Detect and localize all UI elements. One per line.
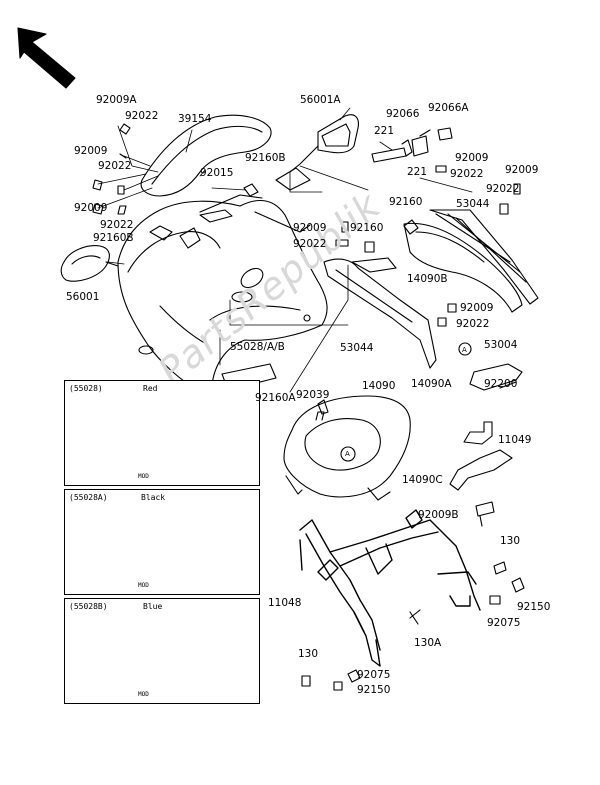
part-label: 130 <box>500 535 521 547</box>
leader-lines <box>97 107 473 393</box>
part-label: 92015 <box>200 167 234 179</box>
windshield <box>140 114 272 197</box>
stay-frame <box>299 509 481 667</box>
part-label: 11048 <box>268 597 302 609</box>
part-label: 92160 <box>389 196 423 208</box>
front-arrow-icon <box>17 27 76 89</box>
right-mirror <box>275 114 359 191</box>
part-label: 53004 <box>484 339 518 351</box>
part-label: 130 <box>298 648 319 660</box>
part-label: 92066 <box>386 108 420 120</box>
marker-a-2: A <box>462 346 467 354</box>
part-label: 92039 <box>296 389 330 401</box>
inner-panel <box>323 257 437 369</box>
part-label: 92009 <box>74 145 108 157</box>
part-label: 92150 <box>357 684 391 696</box>
part-label: 92160B <box>93 232 134 244</box>
part-label: 14090A <box>411 378 452 390</box>
upper-cowl <box>117 194 328 396</box>
variant-box-black: (55028A) Black MOD <box>64 489 260 595</box>
marker-a-1: A <box>345 450 350 458</box>
part-label: 39154 <box>178 113 212 125</box>
variant-mod: MOD <box>138 473 149 480</box>
variant-mod: MOD <box>138 582 149 589</box>
variant-mod: MOD <box>138 691 149 698</box>
part-label: 92022 <box>98 160 132 172</box>
variant-color: Blue <box>143 602 163 611</box>
bracket-panel <box>449 421 513 527</box>
variant-color: Black <box>141 493 166 502</box>
part-label: 92200 <box>484 378 518 390</box>
part-label: 92009B <box>418 509 459 521</box>
part-label: 221 <box>407 166 428 178</box>
part-label: 92009 <box>455 152 489 164</box>
part-label: 92009 <box>505 164 539 176</box>
part-label: 92160 <box>350 222 384 234</box>
part-label: 11049 <box>498 434 532 446</box>
part-label: 92022 <box>450 168 484 180</box>
variant-box-blue: (55028B) Blue MOD <box>64 598 260 704</box>
part-label: 92009 <box>293 222 327 234</box>
part-label: 92009 <box>74 202 108 214</box>
part-label: 92022 <box>100 219 134 231</box>
part-label: 53044 <box>340 342 374 354</box>
small-panel <box>458 342 523 391</box>
part-label: 92022 <box>486 183 520 195</box>
side-cowl <box>403 209 539 313</box>
part-label: 92009 <box>460 302 494 314</box>
part-label: 53044 <box>456 198 490 210</box>
part-label: 92160B <box>245 152 286 164</box>
part-label: 221 <box>374 125 395 137</box>
part-label: 130A <box>414 637 442 649</box>
part-label: 92160A <box>255 392 296 404</box>
part-label: 92066A <box>428 102 469 114</box>
part-label: 14090B <box>407 273 448 285</box>
part-label: 14090C <box>402 474 443 486</box>
part-label: 92075 <box>357 669 391 681</box>
part-label: 14090 <box>362 380 396 392</box>
variant-code: (55028) <box>69 384 103 393</box>
part-label: 92075 <box>487 617 521 629</box>
variant-code: (55028B) <box>69 602 108 611</box>
variant-color: Red <box>143 384 158 393</box>
part-label: 92022 <box>456 318 490 330</box>
left-mirror <box>60 245 119 282</box>
part-label: 92150 <box>517 601 551 613</box>
hardware-bottom <box>301 399 525 691</box>
hardware-top <box>92 123 521 327</box>
part-label: 56001 <box>66 291 100 303</box>
part-label: 92022 <box>125 110 159 122</box>
part-label: 56001A <box>300 94 341 106</box>
variant-box-red: (55028) Red MOD <box>64 380 260 486</box>
part-label: 92009A <box>96 94 137 106</box>
part-label: 92022 <box>293 238 327 250</box>
part-label: 55028/A/B <box>230 341 285 353</box>
instrument-cover <box>283 395 411 501</box>
variant-code: (55028A) <box>69 493 108 502</box>
